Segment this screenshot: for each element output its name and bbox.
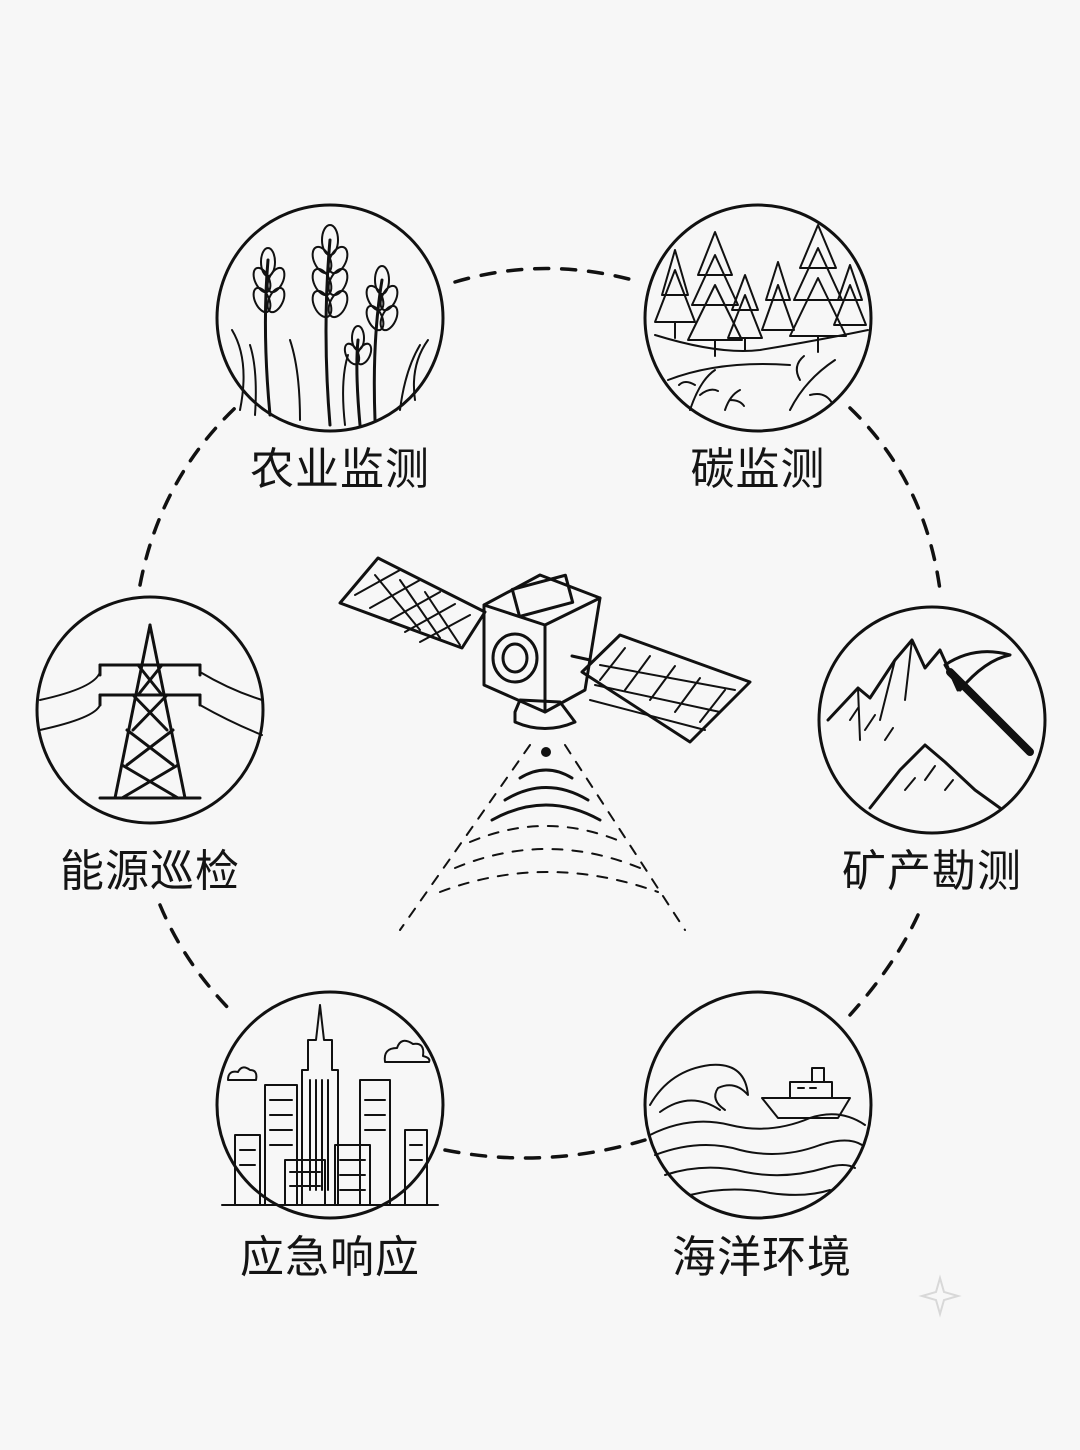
dashed-ring: [138, 266, 942, 1160]
sparkle-icon: [918, 1274, 962, 1318]
label-agriculture-monitoring: 农业监测: [250, 444, 430, 495]
label-mineral-survey: 矿产勘测: [842, 846, 1022, 897]
label-energy-inspection: 能源巡检: [60, 846, 240, 897]
wheat-icon: [215, 203, 445, 433]
power-tower-icon: [35, 595, 265, 825]
mountain-pickaxe-icon: [817, 605, 1047, 835]
label-ocean-environment: 海洋环境: [672, 1232, 852, 1283]
ocean-ship-icon: [643, 990, 873, 1220]
forest-icon: [643, 203, 873, 433]
satellite-icon: [338, 556, 752, 931]
city-icon: [215, 990, 445, 1220]
label-emergency-response: 应急响应: [240, 1232, 420, 1283]
label-carbon-monitoring: 碳监测: [690, 444, 826, 495]
